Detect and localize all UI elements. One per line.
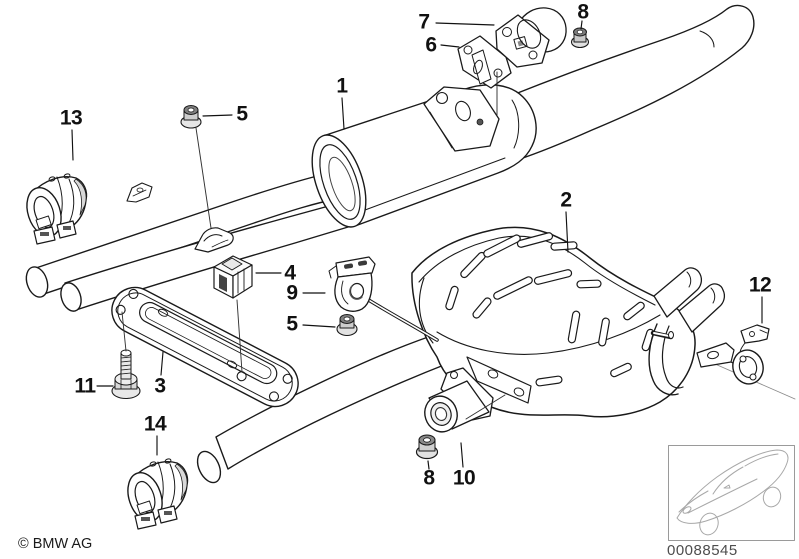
callout-5-top[interactable]: 5 [236, 102, 248, 126]
nut-5-bottom [336, 314, 358, 337]
muffler-bottom-flange [466, 356, 532, 404]
callout-13[interactable]: 13 [59, 106, 83, 130]
front-exhaust-pipes [25, 172, 369, 312]
nut-5-top [180, 105, 202, 129]
heat-shield-slots [445, 232, 655, 387]
nut-8-top [570, 27, 590, 49]
callout-8-bottom[interactable]: 8 [423, 466, 435, 490]
copyright-text: © BMW AG [18, 536, 93, 552]
hanger-strap [648, 323, 684, 396]
assembly-lines [121, 71, 506, 420]
underbody-plate [111, 286, 299, 408]
callout-12[interactable]: 12 [748, 273, 772, 297]
callout-9[interactable]: 9 [286, 281, 298, 305]
rear-bracket-12 [696, 324, 770, 385]
hanger-rod [365, 297, 439, 342]
callout-8-top[interactable]: 8 [577, 0, 589, 24]
pipe-hook-bracket [194, 227, 234, 253]
muffler-mount-plate [423, 86, 500, 152]
callout-11[interactable]: 11 [74, 374, 96, 398]
rubber-mount-4 [213, 255, 253, 299]
screw-11 [111, 349, 141, 400]
callout-5-bottom[interactable]: 5 [286, 312, 298, 336]
connecting-pipe [509, 4, 755, 161]
center-muffler [311, 84, 537, 228]
callout-3[interactable]: 3 [154, 374, 166, 398]
rear-muffler [365, 226, 726, 418]
callout-10[interactable]: 10 [452, 466, 476, 490]
callout-1[interactable]: 1 [336, 74, 348, 98]
nut-8-bottom [415, 434, 439, 460]
hanger-bracket-9 [328, 256, 376, 312]
callout-14[interactable]: 14 [143, 412, 167, 436]
callout-6[interactable]: 6 [425, 33, 437, 57]
pipe-hanger-tab [126, 182, 153, 203]
callout-7[interactable]: 7 [418, 10, 430, 34]
leader-lines [71, 20, 763, 470]
rear-inlet-pipe [196, 335, 450, 484]
clamp-13 [20, 172, 88, 245]
car-icon [676, 449, 789, 536]
callout-4[interactable]: 4 [284, 261, 296, 285]
car-thumbnail [668, 445, 795, 541]
clamp-14 [127, 458, 189, 530]
tailpipes [653, 267, 726, 333]
car-thumbnail-frame [668, 445, 795, 541]
vibration-mount-10 [424, 367, 494, 433]
image-number: 00088545 [667, 542, 738, 559]
vibration-damper-7 [495, 7, 567, 68]
callout-2[interactable]: 2 [560, 188, 572, 212]
support-bracket-6 [457, 35, 512, 89]
